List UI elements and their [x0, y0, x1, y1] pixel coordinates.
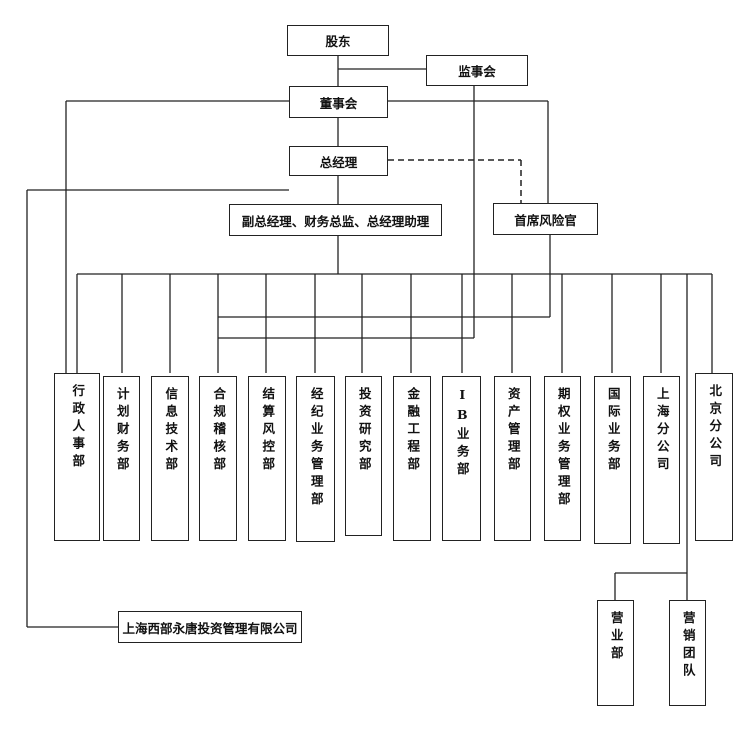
branch-sales-office: 营业部 [597, 600, 634, 706]
branch-unit-label: 营销团队 [680, 611, 696, 681]
dept-label: 信息技术部 [163, 387, 179, 475]
dept-settlement-risk: 结算风控部 [248, 376, 286, 541]
chief-risk-officer-node: 首席风险官 [493, 203, 598, 235]
dept-label: IB业务部 [454, 387, 470, 480]
dept-admin-hr: 行政人事部 [54, 373, 100, 541]
dept-planning-finance: 计划财务部 [103, 376, 140, 541]
branch-unit-label: 营业部 [608, 611, 624, 664]
board-node: 董事会 [289, 86, 388, 118]
dept-brokerage-management: 经纪业务管理部 [296, 376, 335, 542]
dept-international: 国际业务部 [594, 376, 631, 544]
dept-compliance-audit: 合规稽核部 [199, 376, 237, 541]
dept-label: 合规稽核部 [211, 387, 227, 475]
dept-shanghai-branch: 上海分公司 [643, 376, 680, 544]
dept-label: 北京分公司 [707, 384, 723, 472]
dept-label: 计划财务部 [114, 387, 130, 475]
subsidiary-node: 上海西部永唐投资管理有限公司 [118, 611, 302, 643]
general-manager-node: 总经理 [289, 146, 388, 176]
dept-options-management: 期权业务管理部 [544, 376, 581, 541]
dept-financial-engineering: 金融工程部 [393, 376, 431, 541]
dept-label: 结算风控部 [260, 387, 276, 475]
dept-ib-business: IB业务部 [442, 376, 481, 541]
dept-label: 国际业务部 [605, 387, 621, 475]
dept-label: 资产管理部 [505, 387, 521, 475]
dept-label: 投资研究部 [356, 387, 372, 475]
branch-marketing-team: 营销团队 [669, 600, 706, 706]
dept-investment-research: 投资研究部 [345, 376, 382, 536]
dept-asset-management: 资产管理部 [494, 376, 531, 541]
dept-label: 行政人事部 [70, 384, 86, 472]
dept-label: 期权业务管理部 [555, 387, 571, 510]
dept-label: 经纪业务管理部 [308, 387, 324, 510]
dept-label: 上海分公司 [654, 387, 670, 475]
dept-label: 金融工程部 [405, 387, 421, 475]
supervisors-node: 监事会 [426, 55, 528, 86]
dept-it: 信息技术部 [151, 376, 189, 541]
dept-beijing-branch: 北京分公司 [695, 373, 733, 541]
deputies-node: 副总经理、财务总监、总经理助理 [229, 204, 442, 236]
shareholders-node: 股东 [287, 25, 389, 56]
